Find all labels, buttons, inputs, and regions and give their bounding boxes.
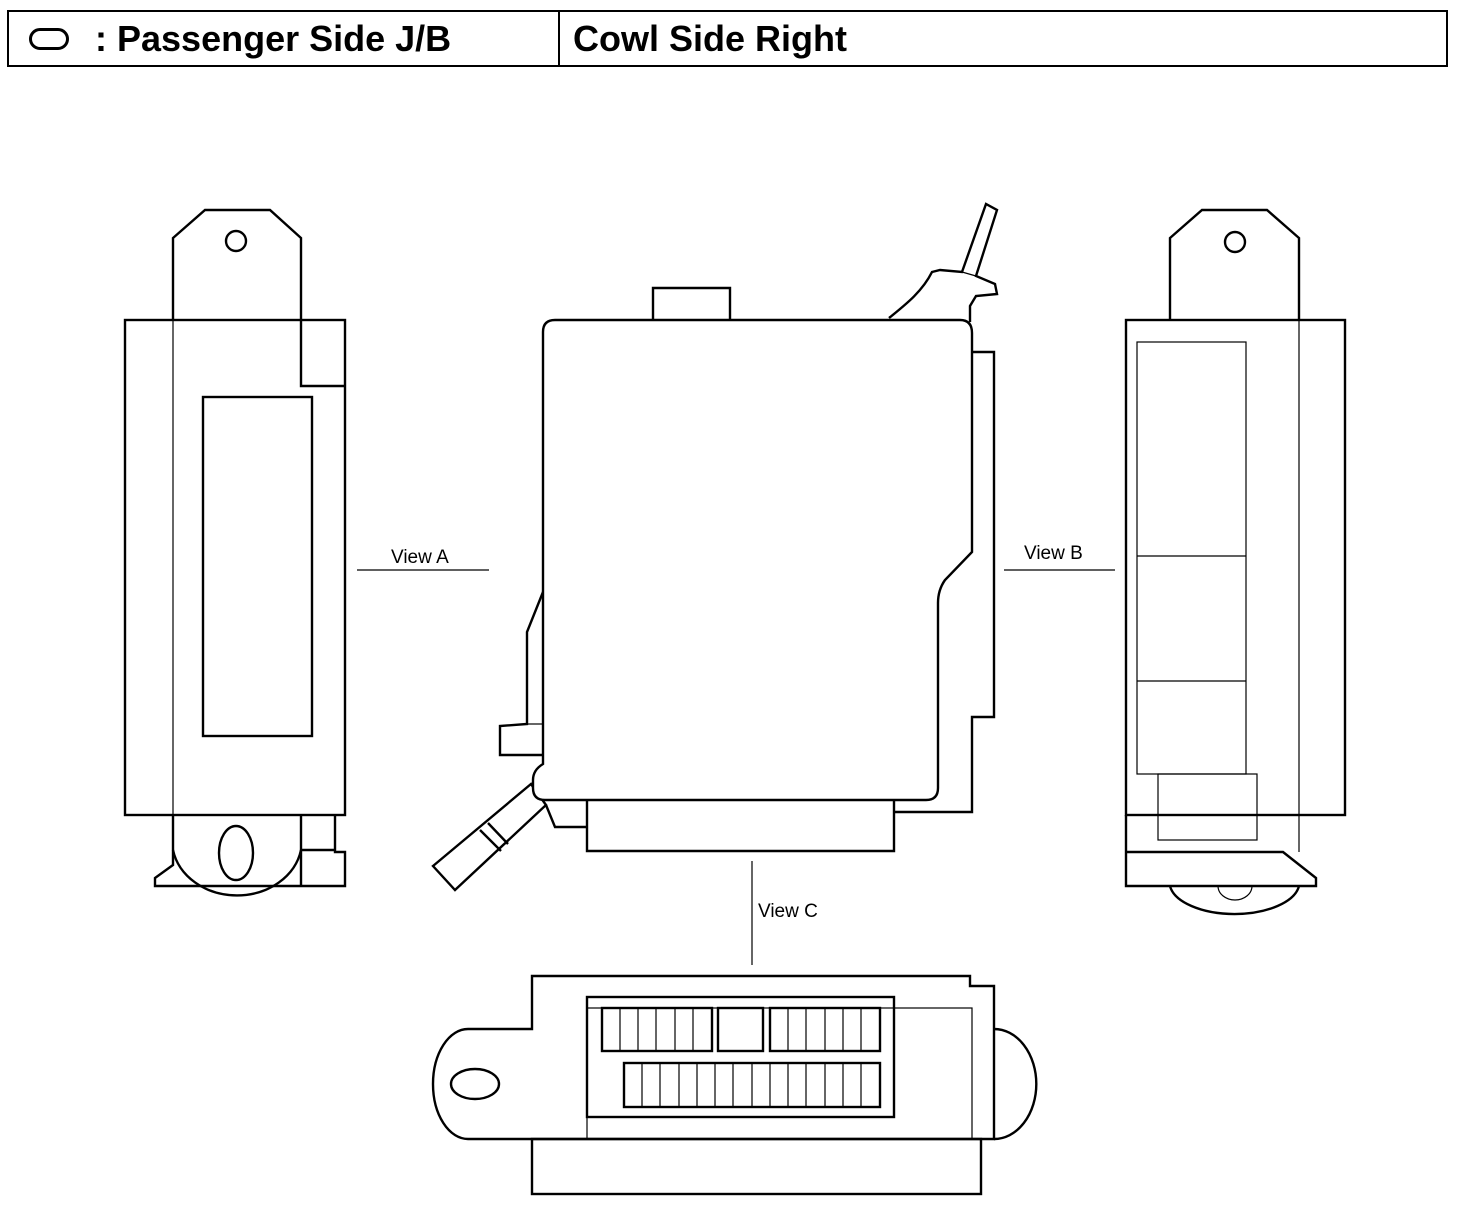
- legend-text: : Passenger Side J/B: [95, 17, 452, 59]
- view-a-label: View A: [391, 547, 449, 568]
- view-b-drawing: [1124, 208, 1347, 916]
- legend-cell: : Passenger Side J/B: [9, 12, 560, 65]
- view-c-label: View C: [758, 901, 818, 922]
- header-table: : Passenger Side J/B Cowl Side Right: [7, 10, 1448, 67]
- view-a-drawing: [123, 208, 347, 897]
- oval-connector-icon: [29, 27, 69, 50]
- view-b-label: View B: [1024, 543, 1083, 564]
- view-c-drawing: [431, 974, 1038, 1196]
- center-block-drawing: [431, 202, 999, 892]
- location-text: Cowl Side Right: [573, 17, 847, 59]
- location-cell: Cowl Side Right: [560, 12, 1446, 65]
